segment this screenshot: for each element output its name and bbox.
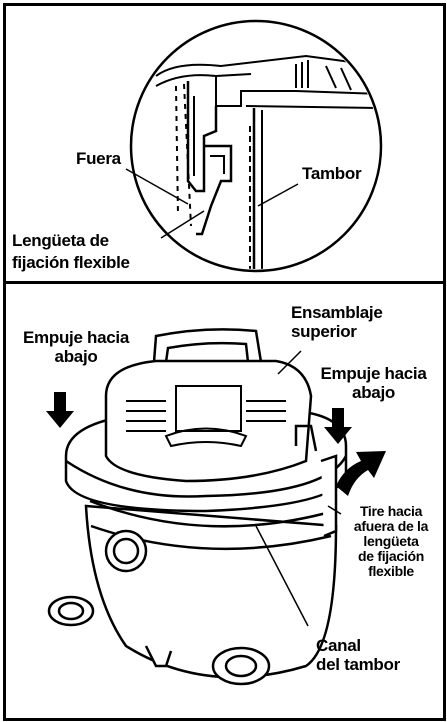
instruction-figure: Fuera Tambor Lengüeta de fijación flexib… — [3, 3, 446, 721]
label-pull-line4: de fijación — [358, 548, 424, 564]
label-push-left-line1: Empuje hacia — [23, 328, 129, 347]
vacuum-illustration — [47, 328, 348, 686]
push-down-arrow-left — [46, 392, 74, 428]
label-top-assembly-line2: superior — [291, 322, 357, 341]
label-pull-line3: lengüeta — [363, 533, 419, 549]
label-tab-line2: fijación flexible — [12, 253, 130, 272]
label-pull-line2: afuera de la — [353, 518, 429, 534]
label-push-left-line2: abajo — [54, 347, 98, 366]
panel-divider — [6, 281, 443, 284]
pull-out-arrow — [336, 451, 386, 496]
push-down-arrow-right — [324, 408, 352, 444]
label-push-right-line1: Empuje hacia — [320, 364, 427, 383]
label-channel-line1: Canal — [316, 636, 361, 655]
label-tab-line1: Lengüeta de — [12, 231, 109, 250]
label-top-assembly-line1: Ensamblaje — [291, 303, 383, 322]
label-pull-line5: flexible — [368, 563, 414, 579]
latch-detail-circle — [125, 19, 383, 273]
label-drum: Tambor — [302, 164, 362, 183]
label-outside: Fuera — [76, 149, 121, 168]
label-pull-line1: Tire hacia — [359, 503, 423, 519]
illustration — [46, 19, 386, 686]
label-push-right-line2: abajo — [352, 383, 395, 402]
label-channel-line2: del tambor — [316, 655, 400, 674]
